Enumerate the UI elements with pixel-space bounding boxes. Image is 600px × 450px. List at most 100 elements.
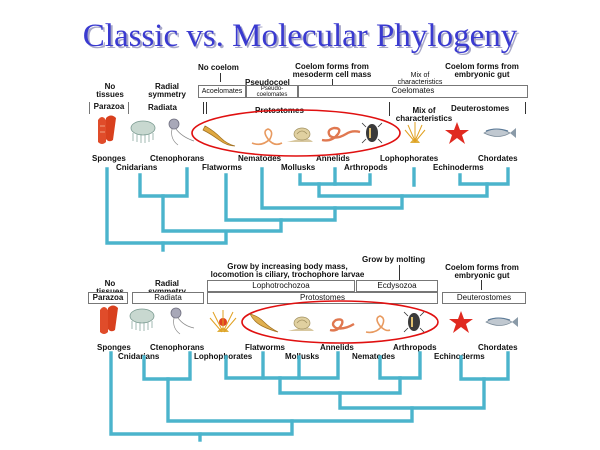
taxon-lophophorates: Lophophorates [194, 352, 253, 361]
taxon-annelids: Annelids [320, 343, 354, 352]
branch-lophotrochozoa-join [278, 376, 402, 395]
label-no-tissues: No tissues [96, 82, 124, 99]
box-radiata: Radiata [132, 292, 204, 304]
branch-sponges [105, 167, 228, 245]
taxon-nematodes: Nematodes [238, 154, 282, 163]
taxon-lophophorates: Lophophorates [380, 154, 439, 163]
classic-animals [98, 115, 516, 147]
taxon-cnidarians: Cnidarians [118, 352, 160, 361]
starfish-icon [445, 122, 469, 144]
divider-radiata-2 [206, 102, 207, 114]
label-no-tissues: No tissues [96, 279, 124, 296]
label-coelom-mesoderm: Coelom forms from mesoderm cell mass [292, 62, 372, 79]
label-coelom-gut: Coelom forms from embryonic gut [445, 62, 519, 79]
box-lophotrochozoa: Lophotrochozoa [207, 280, 355, 292]
branch-radiata-join [166, 377, 414, 423]
branch-protostome-join [317, 182, 489, 198]
nematode-icon [251, 128, 283, 146]
box-acoelomates: Acoelomates [198, 85, 246, 98]
tick-molting [399, 265, 400, 280]
box-protostomes: Protostomes [207, 292, 438, 304]
taxon-ctenophorans: Ctenophorans [150, 343, 205, 352]
ctenophore-icon [170, 307, 195, 335]
highlight-ellipse-classic [191, 109, 401, 157]
earthworm-icon [321, 126, 361, 142]
flatworm-icon [202, 125, 236, 147]
classic-tree [105, 167, 510, 252]
taxon-nematodes: Nematodes [352, 352, 396, 361]
molecular-tree [109, 351, 510, 442]
branch-echinoderms [459, 351, 510, 381]
branch-radiata-join [161, 194, 283, 233]
label-coelom-gut: Coelom forms from embryonic gut [445, 263, 519, 280]
page-title: Classic vs. Molecular Phylogeny [82, 18, 518, 54]
label-pseudocoel: Pseudocoel [245, 78, 290, 87]
taxon-mollusks: Mollusks [285, 352, 320, 361]
box-radiata: Radiata [148, 103, 177, 112]
sponge-icon [100, 305, 118, 334]
branch-flatworms [224, 173, 337, 222]
divider-radiata [203, 102, 204, 114]
tick-no-coelom [220, 73, 221, 82]
branch-protostome-join [338, 377, 486, 410]
taxon-ctenophorans: Ctenophorans [150, 154, 205, 163]
branch-cnidarians [138, 167, 189, 198]
tick-coelom-gut [481, 280, 482, 290]
box-parazoa: Parazoa [89, 102, 129, 114]
lophophorate-icon [404, 122, 426, 143]
taxon-sponges: Sponges [92, 154, 126, 163]
label-grow-molting: Grow by molting [362, 255, 426, 264]
divider-protostomes [389, 102, 390, 116]
branch-cnidarians [142, 351, 192, 381]
box-deuterostomes: Deuterostomes [442, 292, 526, 304]
label-radial-symmetry: Radial symmetry [148, 279, 186, 296]
taxon-sponges: Sponges [97, 343, 131, 352]
divider-deuterostomes [525, 102, 526, 114]
branch-nematodes [260, 167, 404, 210]
box-deuterostomes: Deuterostomes [451, 104, 510, 113]
fish-icon [483, 128, 516, 138]
label-mix-1: Mix of characteristics [397, 72, 443, 86]
beetle-icon [361, 122, 383, 144]
label-radial-symmetry: Radial symmetry [148, 82, 186, 99]
highlight-ellipse-molecular [241, 300, 439, 344]
branch-arthropods [333, 173, 372, 186]
molecular-animals [100, 305, 518, 335]
box-parazoa: Parazoa [88, 292, 128, 304]
label-mix-2: Mix of characteristics [395, 106, 453, 123]
taxon-flatworms: Flatworms [202, 163, 243, 172]
ctenophore-icon [168, 118, 195, 146]
branch-echinoderms [458, 167, 510, 186]
jellyfish-icon [129, 308, 155, 331]
taxon-echinoderms: Echinoderms [433, 163, 484, 172]
taxon-arthropods: Arthropods [344, 163, 388, 172]
sponge-icon [98, 115, 116, 144]
nematode-icon [365, 315, 391, 334]
taxon-chordates: Chordates [478, 154, 518, 163]
branch-mollusks [298, 167, 337, 186]
box-coelomates: Coelomates [298, 85, 528, 98]
box-ecdysozoa: Ecdysozoa [356, 280, 438, 292]
lophophorate-icon [209, 310, 237, 333]
taxon-arthropods: Arthropods [393, 343, 437, 352]
taxon-chordates: Chordates [478, 343, 518, 352]
branch-nematodes [378, 351, 422, 380]
box-pseudocoelomates: Pseudo- coelomates [246, 85, 298, 98]
fish-icon [485, 317, 518, 327]
snail-icon [288, 316, 314, 331]
tick-coelom-mesoderm [332, 79, 333, 85]
beetle-icon [403, 311, 425, 333]
taxon-cnidarians: Cnidarians [116, 163, 158, 172]
taxon-annelids: Annelids [316, 154, 350, 163]
label-no-coelom: No coelom [198, 63, 239, 72]
taxon-mollusks: Mollusks [281, 163, 316, 172]
label-grow-body-mass: Grow by increasing body mass, locomotion… [210, 262, 365, 279]
earthworm-icon [329, 318, 355, 332]
jellyfish-icon [130, 120, 156, 143]
snail-icon [287, 127, 313, 142]
branch-lophophorates [224, 351, 340, 380]
flatworm-icon [249, 313, 279, 333]
taxon-flatworms: Flatworms [245, 343, 286, 352]
starfish-icon [449, 311, 473, 333]
